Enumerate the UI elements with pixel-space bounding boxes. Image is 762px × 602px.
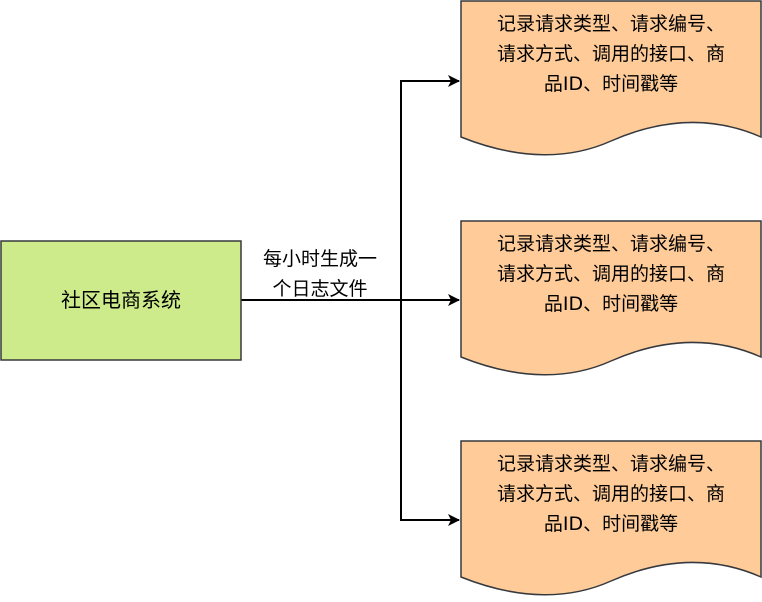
document-shape [460,0,762,156]
connectors [241,75,460,526]
document-text-line: 记录请求类型、请求编号、 [497,233,725,255]
document-text-line: 品ID、时间戳等 [544,513,678,535]
document-shape [460,220,762,376]
document-text-line: 品ID、时间戳等 [544,73,678,95]
document-text-line: 记录请求类型、请求编号、 [497,453,725,475]
document-shape [460,440,762,596]
source-system-box[interactable]: 社区电商系统 [0,240,242,361]
document-text-line: 请求方式、调用的接口、商 [497,43,725,65]
document-text-line: 请求方式、调用的接口、商 [497,483,725,505]
document-text-line: 品ID、时间戳等 [544,293,678,315]
document-text-line: 请求方式、调用的接口、商 [497,263,725,285]
document-text-line: 记录请求类型、请求编号、 [497,13,725,35]
edge-label-line-2: 个日志文件 [272,278,367,300]
source-system-label: 社区电商系统 [61,288,181,312]
edge-label: 每小时生成一 个日志文件 [246,240,394,300]
edge-to-doc-3 [241,299,460,526]
edge-label-line-1: 每小时生成一 [263,248,377,270]
